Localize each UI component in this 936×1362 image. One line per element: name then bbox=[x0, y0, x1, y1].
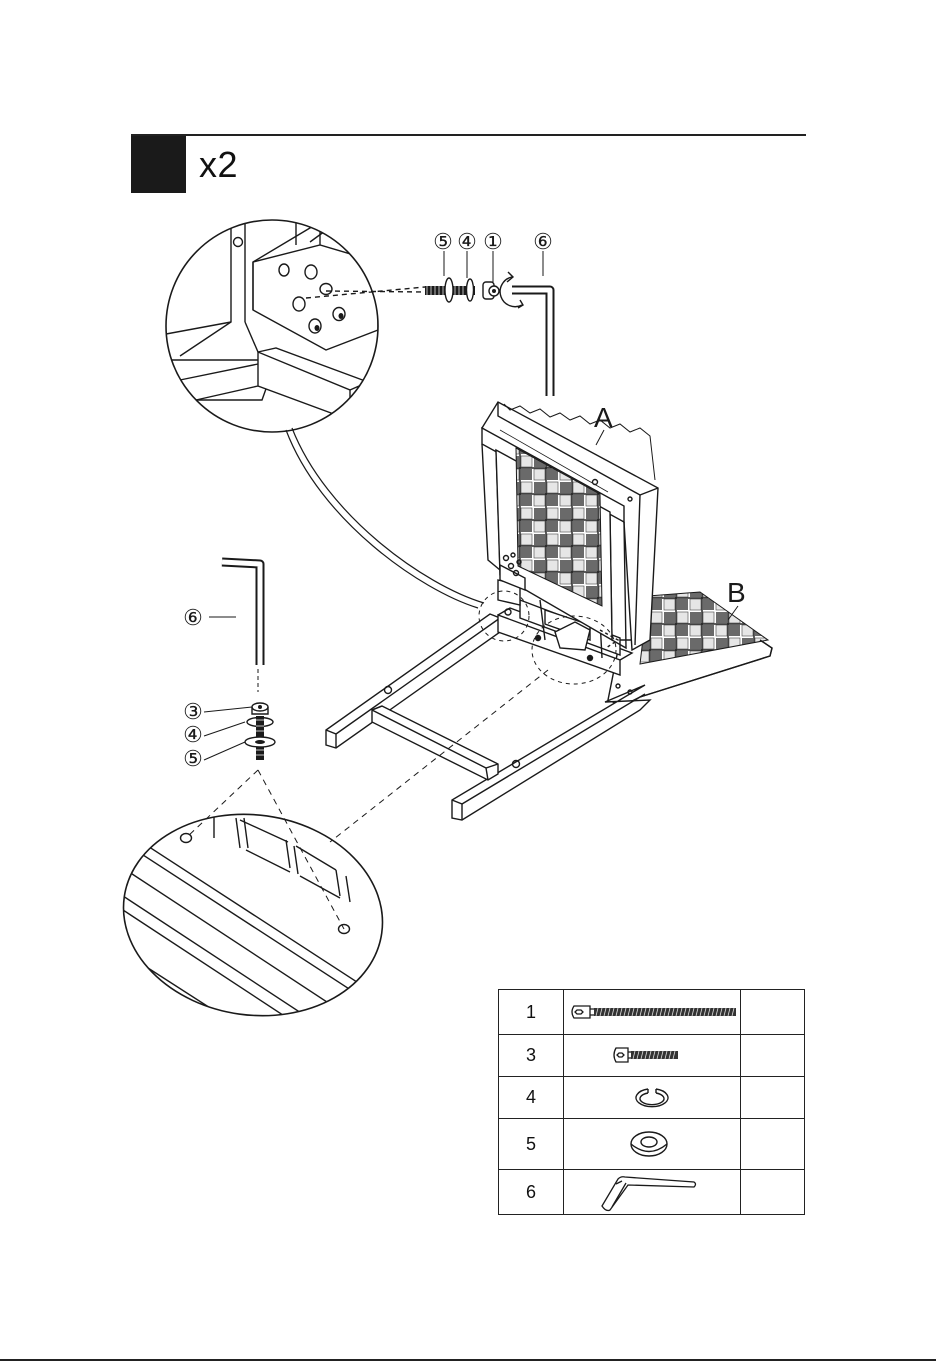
parts-table-row: 6 bbox=[499, 1170, 805, 1215]
label-component-b: B bbox=[727, 577, 746, 608]
chair-assembly bbox=[326, 402, 772, 820]
long-bolt-icon bbox=[425, 282, 499, 299]
part-quantity bbox=[741, 1035, 805, 1077]
part-number: 3 bbox=[499, 1035, 564, 1077]
part-number: 5 bbox=[499, 1119, 564, 1170]
bottom-detail-view bbox=[110, 798, 400, 1185]
label-part-1-top: ① bbox=[483, 229, 503, 254]
part-quantity bbox=[741, 1170, 805, 1215]
parts-table-row: 5 bbox=[499, 1119, 805, 1170]
label-part-4-left: ④ bbox=[183, 722, 203, 747]
parts-table-row: 1 bbox=[499, 990, 805, 1035]
parts-table-row: 4 bbox=[499, 1077, 805, 1119]
long-hex-bolt-icon bbox=[564, 990, 741, 1035]
label-part-6-left: ⑥ bbox=[183, 605, 203, 630]
left-allen-key-icon bbox=[222, 562, 260, 665]
part-quantity bbox=[741, 1119, 805, 1170]
label-part-6-top: ⑥ bbox=[533, 229, 553, 254]
part-number: 6 bbox=[499, 1170, 564, 1215]
spring-washer-icon bbox=[564, 1077, 741, 1119]
spring-washer-icon bbox=[467, 279, 474, 301]
parts-table-row: 3 bbox=[499, 1035, 805, 1077]
flat-washer-icon bbox=[564, 1119, 741, 1170]
parts-table: 1 3 4 bbox=[498, 989, 805, 1215]
part-number: 1 bbox=[499, 990, 564, 1035]
label-part-3-left: ③ bbox=[183, 699, 203, 724]
left-bolt-stack bbox=[245, 703, 275, 760]
label-part-4-top: ④ bbox=[457, 229, 477, 254]
part-quantity bbox=[741, 1077, 805, 1119]
flat-washer-icon bbox=[445, 278, 453, 302]
part-number: 4 bbox=[499, 1077, 564, 1119]
footer-rule bbox=[0, 1359, 936, 1361]
part-quantity bbox=[741, 990, 805, 1035]
allen-key-icon bbox=[564, 1170, 741, 1215]
label-component-a: A bbox=[594, 402, 613, 433]
label-part-5-left: ⑤ bbox=[183, 746, 203, 771]
label-part-5-top: ⑤ bbox=[433, 229, 453, 254]
top-detail-view bbox=[166, 215, 378, 432]
short-hex-bolt-icon bbox=[564, 1035, 741, 1077]
